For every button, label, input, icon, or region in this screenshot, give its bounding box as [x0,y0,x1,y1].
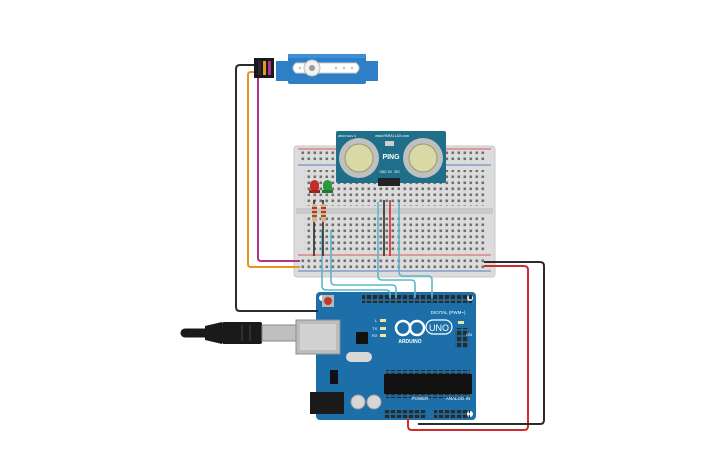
servo-ground-wire[interactable] [235,64,318,312]
ground-return-wire[interactable] [418,261,545,425]
red-led[interactable] [309,180,320,193]
ping-ultrasonic-sensor[interactable]: www.PARALLAX.com 28015 REV C PING GND 5V… [336,131,446,186]
l-led-label: L [375,318,378,323]
arduino-logo-icon [394,319,426,337]
on-led-label: ON [466,332,472,337]
servo-power-wire[interactable] [257,78,300,262]
power-5v-wire[interactable] [407,265,529,431]
sensor-brand-label: www.PARALLAX.com [375,134,409,138]
arduino-uno-board[interactable]: UNO ARDUINO DIGITAL (PWM~) POWER ANALOG … [295,292,476,420]
sensor-pin-5v-label: 5V [388,170,393,174]
arduino-brand-label: ARDUINO [398,339,421,345]
red-led-signal-wire[interactable] [321,230,391,298]
green-led[interactable] [322,180,333,193]
sensor-pin-sig-label: SIG [394,170,400,174]
sensor-name-label: PING [382,154,400,161]
analog-pins-label: ANALOG IN [446,396,471,401]
power-pins-label: POWER [411,396,429,401]
rx-led-label: RX [372,333,378,338]
resistor-2[interactable] [321,204,326,222]
sensor-signal-wire-2[interactable] [398,202,433,298]
green-led-signal-wire[interactable] [330,230,397,298]
usb-cable[interactable] [180,322,297,344]
arduino-model-label: UNO [429,323,449,333]
servo-motor[interactable] [254,54,378,84]
servo-signal-wire[interactable] [247,71,300,268]
tx-led-label: TX [372,326,377,331]
sensor-code-label: 28015 REV C [338,134,357,138]
sensor-pin-gnd-label: GND [379,170,387,174]
digital-pins-label: DIGITAL (PWM~) [431,310,466,315]
resistor-1[interactable] [312,204,317,222]
sensor-signal-wire-1[interactable] [377,202,416,298]
